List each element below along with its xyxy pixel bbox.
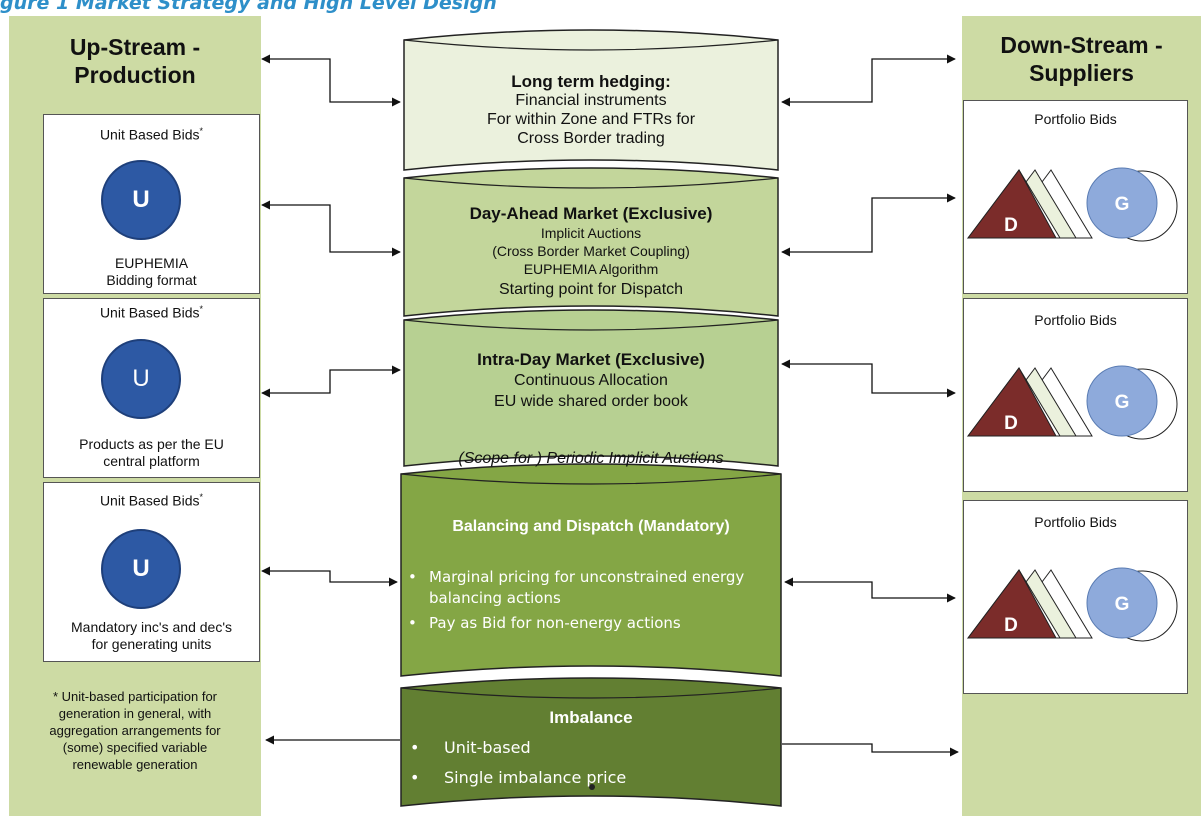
- unit-bid-description: EUPHEMIA Bidding format: [106, 255, 197, 288]
- figure-title: gure 1 Market Strategy and High Level De…: [0, 0, 497, 14]
- balancing-bullet: Pay as Bid for non-energy actions: [402, 613, 774, 634]
- unit-circle: U: [101, 529, 181, 609]
- hedging-stage-curl: [403, 39, 779, 51]
- arrow-right-balancing: [784, 577, 956, 603]
- unit-bid-description: Mandatory inc's and dec's for generating…: [71, 619, 232, 652]
- unit-bid-box-balancing: Unit Based Bids* U Mandatory inc's and d…: [43, 482, 260, 662]
- portfolio-bid-box-day-ahead: Portfolio Bids D G: [963, 100, 1188, 294]
- intra-day-title: Intra-Day Market (Exclusive): [477, 350, 705, 369]
- generation-letter: G: [1115, 594, 1130, 615]
- portfolio-bid-label: Portfolio Bids: [1034, 111, 1117, 127]
- unit-participation-footnote: * Unit-based participation for generatio…: [49, 689, 221, 772]
- unit-bid-box-day-ahead: Unit Based Bids* U EUPHEMIA Bidding form…: [43, 114, 260, 294]
- generation-circle: [1086, 167, 1158, 239]
- arrow-right-hedging: [781, 54, 956, 107]
- intra-day-stage-curl: [403, 319, 779, 331]
- hedging-stage-shape: [403, 29, 779, 171]
- portfolio-graphic: D G: [967, 167, 1178, 242]
- unit-bid-label: Unit Based Bids*: [99, 492, 204, 509]
- demand-triangle: [967, 367, 1057, 437]
- portfolio-bid-label: Portfolio Bids: [1034, 312, 1117, 328]
- hedging-title: Long term hedging:: [511, 72, 671, 91]
- unit-circle: U: [101, 160, 181, 240]
- intra-day-stage-shape: [403, 309, 779, 467]
- balancing-stage-curl: [400, 473, 782, 485]
- arrow-left-day-ahead: [261, 200, 401, 257]
- portfolio-graphic: D G: [967, 365, 1178, 440]
- arrow-left-intra-day: [261, 365, 401, 398]
- arrow-right-day-ahead: [781, 193, 956, 257]
- demand-triangle: [967, 569, 1057, 639]
- imbalance-title: Imbalance: [549, 708, 633, 727]
- unit-circle: U: [101, 339, 181, 419]
- portfolio-bid-box-intra-day: Portfolio Bids D G: [963, 298, 1188, 492]
- generation-circle: [1086, 365, 1158, 437]
- unit-bid-label: Unit Based Bids*: [99, 126, 204, 143]
- unit-bid-label: Unit Based Bids*: [99, 304, 204, 321]
- downstream-heading: Down-Stream - Suppliers: [1000, 32, 1163, 86]
- demand-letter: D: [1004, 215, 1018, 236]
- day-ahead-stage-text: Day-Ahead Market (Exclusive) Implicit Au…: [404, 205, 778, 299]
- balancing-title: Balancing and Dispatch (Mandatory): [452, 518, 730, 535]
- unit-bid-description: Products as per the EU central platform: [79, 436, 224, 469]
- demand-letter: D: [1004, 615, 1018, 636]
- imbalance-stage-curl: [400, 687, 782, 699]
- imbalance-bullets: Unit-based Single imbalance price: [404, 735, 776, 791]
- day-ahead-stage-shape: [403, 167, 779, 317]
- day-ahead-stage-curl: [403, 177, 779, 189]
- arrow-left-hedging: [261, 54, 401, 107]
- intra-day-stage-text: Intra-Day Market (Exclusive) Continuous …: [404, 350, 778, 411]
- hedging-stage-text: Long term hedging: Financial instruments…: [404, 72, 778, 148]
- imbalance-bullet: Unit-based: [404, 735, 776, 761]
- portfolio-graphic: D G: [967, 567, 1178, 642]
- balancing-bullet: Marginal pricing for unconstrained energ…: [402, 567, 774, 609]
- portfolio-bid-box-balancing: Portfolio Bids D G: [963, 500, 1188, 694]
- arrow-left-balancing: [261, 566, 398, 587]
- demand-letter: D: [1004, 413, 1018, 434]
- generation-letter: G: [1115, 194, 1130, 215]
- arrow-right-intra-day: [781, 359, 956, 398]
- generation-circle: [1086, 567, 1158, 639]
- demand-triangle: [967, 169, 1057, 239]
- imbalance-bullet: Single imbalance price: [404, 765, 776, 791]
- portfolio-bid-label: Portfolio Bids: [1034, 514, 1117, 530]
- day-ahead-title: Day-Ahead Market (Exclusive): [469, 204, 713, 223]
- unit-bid-box-intra-day: Unit Based Bids* U Products as per the E…: [43, 298, 260, 478]
- balancing-bullets: Marginal pricing for unconstrained energ…: [402, 567, 774, 634]
- upstream-heading: Up-Stream - Production: [69, 34, 201, 88]
- intra-day-footer: (Scope for ) Periodic Implicit Auctions: [458, 450, 724, 467]
- arrow-right-imbalance: [782, 743, 959, 757]
- generation-letter: G: [1115, 392, 1130, 413]
